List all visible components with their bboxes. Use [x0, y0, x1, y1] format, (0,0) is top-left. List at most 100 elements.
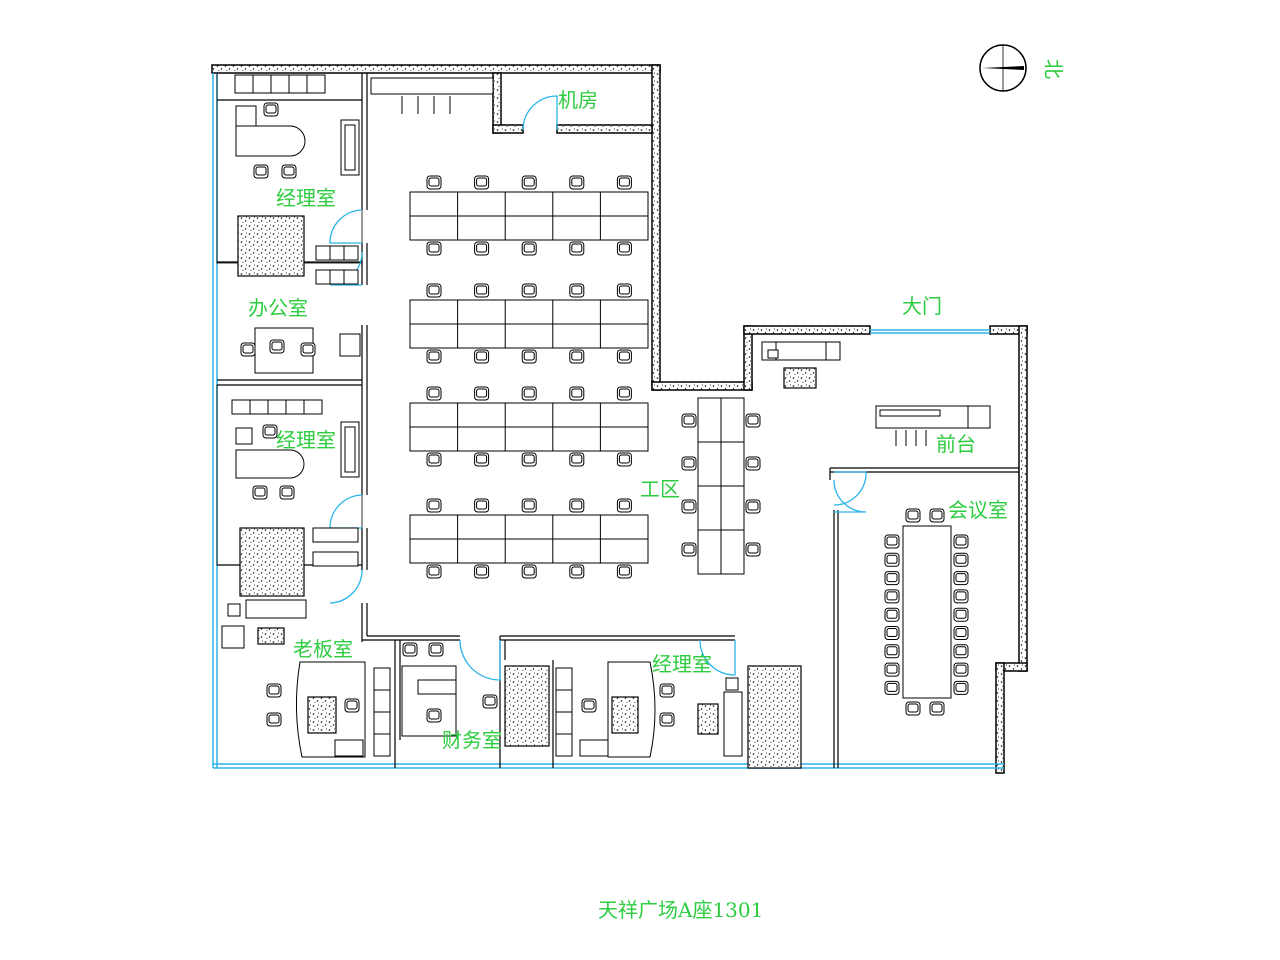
chair-icon — [953, 626, 969, 640]
chair-icon — [569, 564, 585, 579]
manager-room-1-furniture — [234, 74, 360, 277]
chair-icon — [474, 349, 490, 364]
label-boss-room: 老板室 — [293, 637, 353, 661]
chair-icon — [521, 283, 537, 298]
label-main-door: 大门 — [902, 294, 942, 318]
chair-icon — [426, 349, 442, 364]
finance-room-furniture — [401, 642, 498, 737]
chair-icon — [681, 456, 697, 471]
chair-icon — [521, 175, 537, 190]
chair-icon — [569, 386, 585, 401]
chair-icon — [681, 499, 697, 514]
chair-icon — [521, 498, 537, 513]
chair-icon — [569, 175, 585, 190]
chair-icon — [426, 283, 442, 298]
chair-icon — [569, 283, 585, 298]
chair-icon — [521, 349, 537, 364]
chair-icon — [745, 499, 761, 514]
chair-icon — [569, 452, 585, 467]
chair-icon — [474, 283, 490, 298]
workstation-grid — [409, 175, 761, 579]
chair-icon — [616, 564, 632, 579]
chair-icon — [521, 241, 537, 256]
label-meeting-room: 会议室 — [948, 498, 1008, 522]
chair-icon — [616, 283, 632, 298]
chair-icon — [474, 175, 490, 190]
desk-block — [409, 498, 649, 579]
chair-icon — [521, 564, 537, 579]
chair-icon — [426, 564, 442, 579]
manager-room-3-furniture — [504, 661, 802, 769]
chair-icon — [884, 662, 900, 677]
chair-icon — [884, 680, 900, 695]
chair-icon — [681, 542, 697, 557]
office-furniture — [240, 269, 361, 374]
chair-icon — [426, 386, 442, 401]
chair-icon — [474, 241, 490, 256]
chair-icon — [905, 701, 921, 716]
label-reception: 前台 — [936, 432, 976, 456]
label-manager-room-3: 经理室 — [652, 652, 712, 676]
manager-room-2-furniture — [231, 399, 360, 597]
label-office: 办公室 — [248, 296, 308, 320]
chair-icon — [426, 498, 442, 513]
label-finance-room: 财务室 — [442, 728, 502, 752]
outer-walls — [211, 64, 1028, 774]
chair-icon — [953, 589, 969, 604]
chair-icon — [426, 241, 442, 256]
label-manager-room-1: 经理室 — [276, 186, 336, 210]
chair-icon — [521, 452, 537, 467]
chair-icon — [616, 241, 632, 256]
compass-icon — [979, 44, 1027, 92]
chair-icon — [569, 349, 585, 364]
chair-icon — [884, 534, 900, 549]
chair-icon — [953, 534, 969, 549]
chair-icon — [521, 386, 537, 401]
chair-icon — [474, 452, 490, 467]
label-machine-room: 机房 — [558, 88, 598, 112]
chair-icon — [905, 508, 921, 523]
chair-icon — [616, 452, 632, 467]
chair-icon — [929, 508, 945, 523]
chair-icon — [474, 498, 490, 513]
chair-icon — [569, 241, 585, 256]
boss-room-furniture — [221, 599, 391, 758]
chair-icon — [745, 456, 761, 471]
chair-icon — [884, 626, 900, 640]
desk-block — [409, 283, 649, 364]
chair-icon — [884, 571, 900, 586]
chair-icon — [953, 644, 969, 659]
chair-icon — [681, 413, 697, 428]
desk-cluster-vertical — [681, 397, 761, 575]
chair-icon — [884, 644, 900, 659]
chair-icon — [569, 498, 585, 513]
doors — [329, 95, 867, 681]
chair-icon — [426, 452, 442, 467]
chair-icon — [953, 680, 969, 695]
chair-icon — [474, 386, 490, 401]
label-work-area: 工区 — [640, 477, 680, 501]
chair-icon — [616, 175, 632, 190]
meeting-table — [884, 508, 969, 716]
drawing-title: 天祥广场A座1301 — [598, 898, 763, 922]
chair-icon — [953, 607, 969, 622]
chair-icon — [884, 552, 900, 567]
chair-icon — [616, 349, 632, 364]
server-room-furniture — [370, 77, 494, 114]
desk-block — [409, 386, 649, 467]
compass-north-label: 北 — [1042, 59, 1066, 79]
chair-icon — [616, 386, 632, 401]
desk-block — [409, 175, 649, 256]
chair-icon — [884, 607, 900, 622]
chair-icon — [745, 542, 761, 557]
chair-icon — [953, 552, 969, 567]
chair-icon — [884, 589, 900, 604]
chair-icon — [426, 175, 442, 190]
chair-icon — [929, 701, 945, 716]
chair-icon — [953, 571, 969, 586]
label-manager-room-2: 经理室 — [276, 428, 336, 452]
chair-icon — [953, 662, 969, 677]
chair-icon — [616, 498, 632, 513]
chair-icon — [745, 413, 761, 428]
